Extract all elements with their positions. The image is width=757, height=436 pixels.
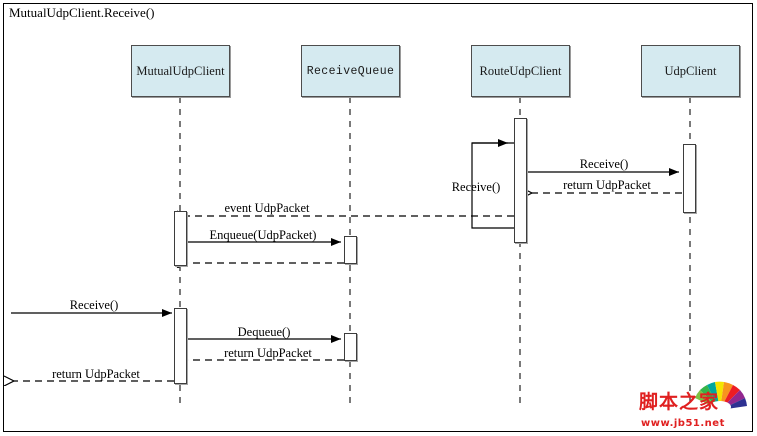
participant-label: MutualUdpClient bbox=[136, 63, 225, 78]
participant-label: UdpClient bbox=[664, 63, 717, 78]
label-dequeue: Dequeue() bbox=[237, 325, 291, 339]
activation-udpclient bbox=[683, 144, 696, 213]
participant-routeudpclient[interactable]: RouteUdpClient bbox=[471, 45, 570, 97]
activation-mutualudpclient-receive bbox=[174, 308, 187, 384]
activation-mutualudpclient-event bbox=[174, 211, 187, 266]
label-return-udppacket-queue: return UdpPacket bbox=[224, 346, 312, 360]
label-receive-udpclient: Receive() bbox=[579, 157, 629, 171]
participant-label: RouteUdpClient bbox=[479, 63, 562, 78]
message-self-receive-route bbox=[471, 139, 514, 229]
diagram-frame bbox=[3, 3, 753, 432]
label-return-udppacket-exit: return UdpPacket bbox=[52, 367, 140, 381]
label-receive-entry: Receive() bbox=[69, 298, 119, 312]
participant-mutualudpclient[interactable]: MutualUdpClient bbox=[131, 45, 230, 97]
participant-udpclient[interactable]: UdpClient bbox=[641, 45, 740, 97]
participant-label: ReceiveQueue bbox=[306, 64, 395, 78]
label-receive-self-route: Receive() bbox=[451, 180, 501, 194]
activation-receivequeue-enqueue bbox=[344, 236, 357, 264]
label-return-udppacket-route: return UdpPacket bbox=[563, 178, 651, 192]
activation-routeudpclient bbox=[514, 118, 527, 243]
participant-receivequeue[interactable]: ReceiveQueue bbox=[301, 45, 400, 97]
activation-receivequeue-dequeue bbox=[344, 333, 357, 361]
label-enqueue-udppacket: Enqueue(UdpPacket) bbox=[209, 228, 317, 242]
page-title: MutualUdpClient.Receive() bbox=[9, 5, 155, 20]
label-event-udppacket: event UdpPacket bbox=[224, 201, 310, 215]
